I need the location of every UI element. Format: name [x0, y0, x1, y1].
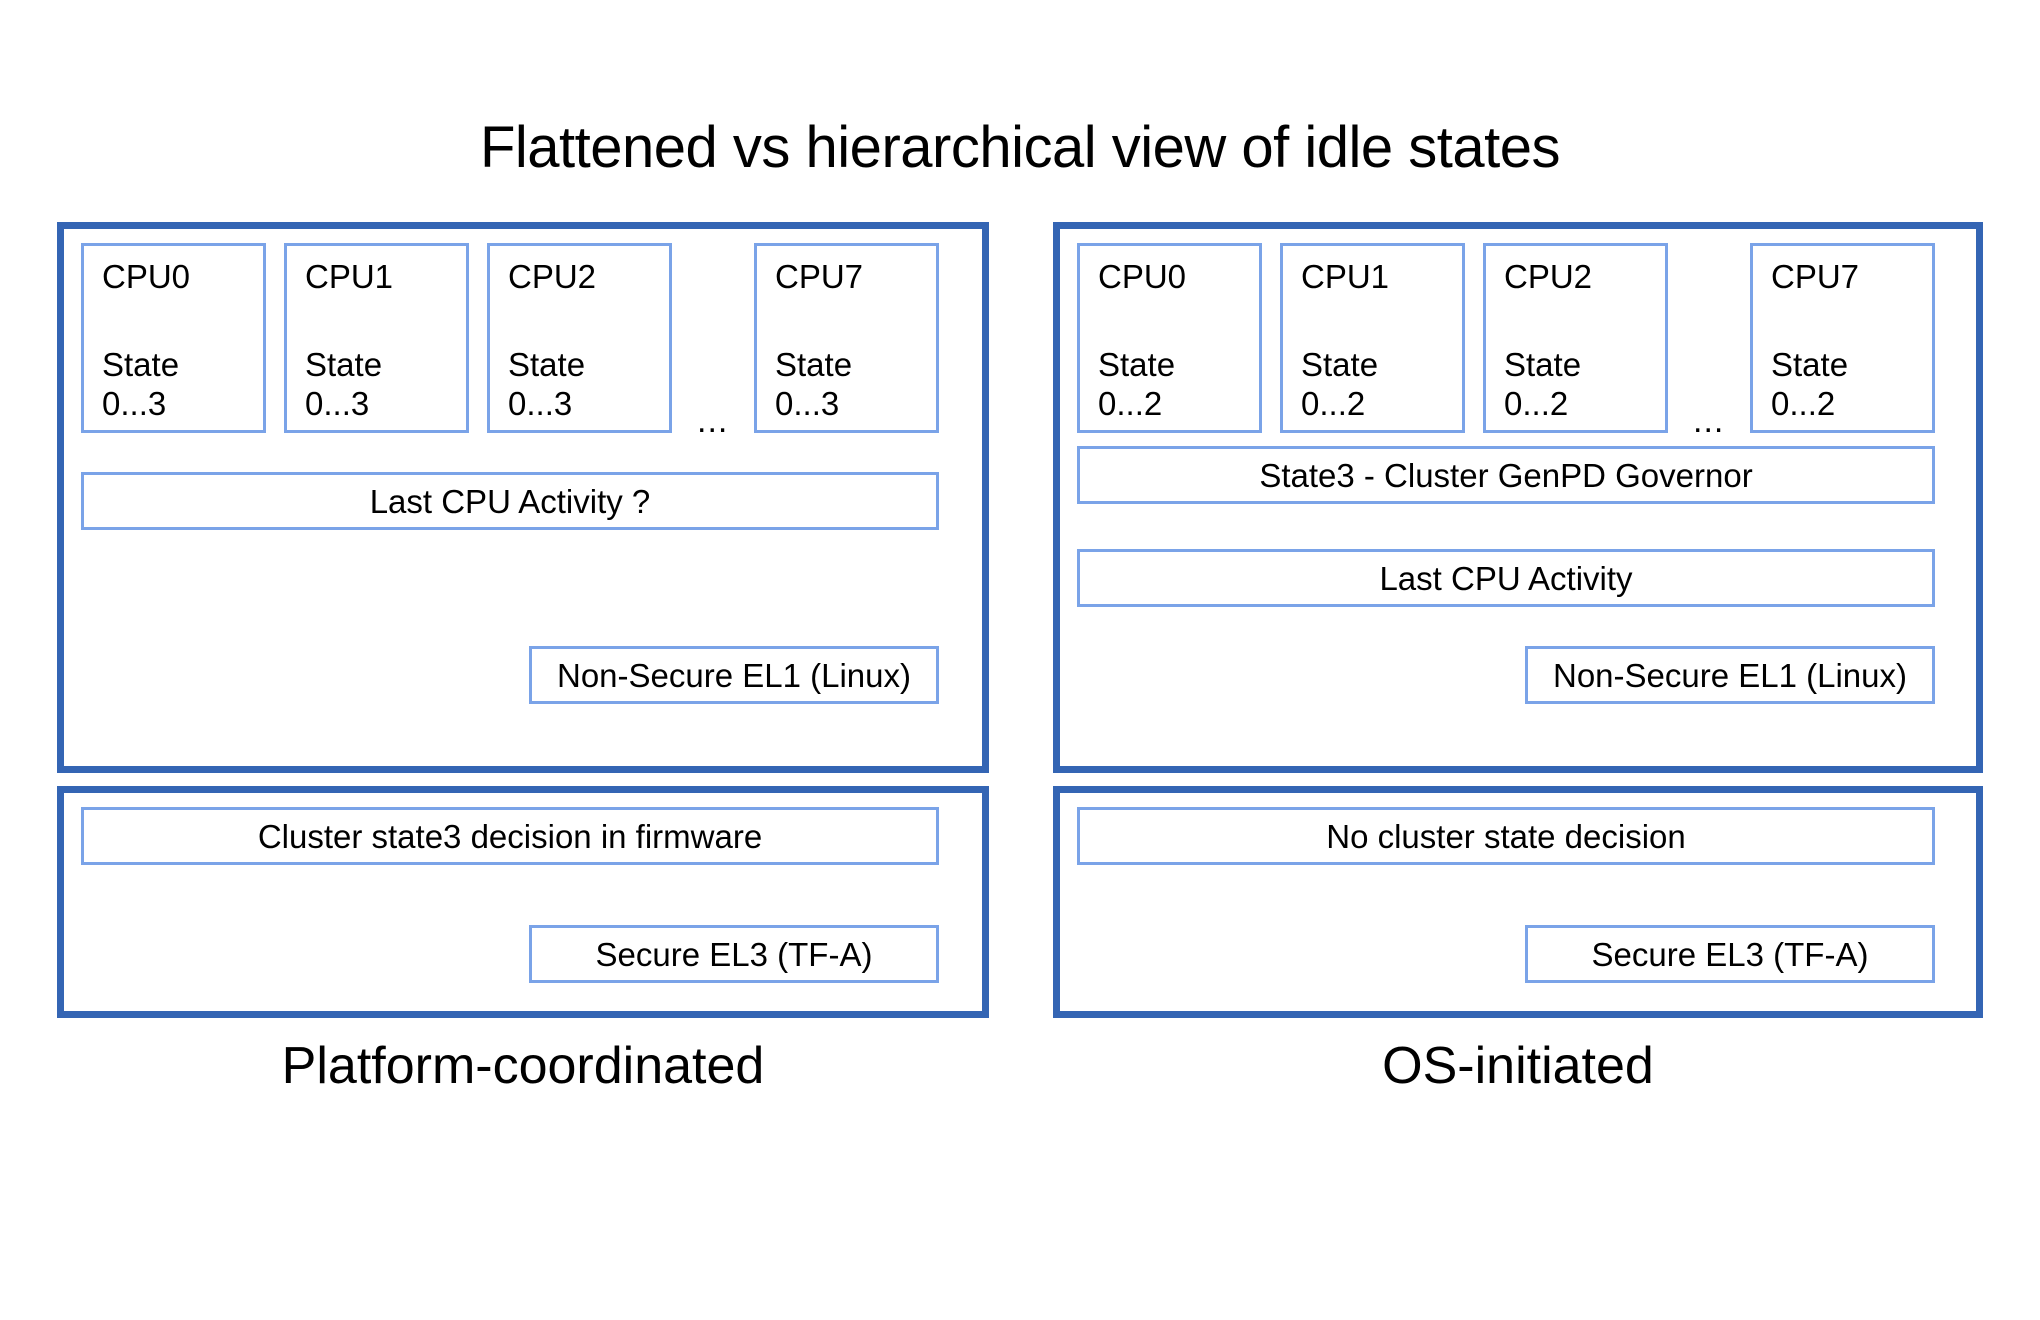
level-label: Non-Secure EL1 (Linux) — [556, 656, 911, 694]
right-cluster-genpd-governor-bar[interactable]: State3 - Cluster GenPD Governor — [1077, 446, 1935, 504]
right-cpu-box-cpu2[interactable]: CPU2 State 0...2 — [1483, 243, 1668, 433]
page-title: Flattened vs hierarchical view of idle s… — [479, 115, 1561, 180]
left-cpu-box-cpu2[interactable]: CPU2 State 0...3 — [487, 243, 672, 433]
bar-label: Last CPU Activity — [1379, 559, 1633, 597]
right-secure-el3-label-box[interactable]: Secure EL3 (TF-A) — [1525, 925, 1935, 983]
right-cpu-box-cpu0[interactable]: CPU0 State 0...2 — [1077, 243, 1262, 433]
cpu-state-text: State 0...3 — [775, 346, 853, 422]
right-cpu-box-cpu7[interactable]: CPU7 State 0...2 — [1750, 243, 1935, 433]
cpu-state-text: State 0...2 — [1771, 346, 1849, 422]
left-nonsecure-el1-label-box[interactable]: Non-Secure EL1 (Linux) — [529, 646, 939, 704]
right-cpu-box-cpu1[interactable]: CPU1 State 0...2 — [1280, 243, 1465, 433]
left-cluster-state-decision-bar[interactable]: Cluster state3 decision in firmware — [81, 807, 939, 865]
left-panel-caption: Platform-coordinated — [281, 1037, 765, 1095]
cpu-state-text: State 0...2 — [1301, 346, 1379, 422]
cpu-state-text: State 0...2 — [1098, 346, 1176, 422]
cpu-label: CPU0 — [1098, 258, 1187, 295]
level-label: Secure EL3 (TF-A) — [595, 935, 873, 973]
cpu-label: CPU7 — [775, 258, 864, 295]
left-last-cpu-activity-bar[interactable]: Last CPU Activity ? — [81, 472, 939, 530]
cpu-state-text: State 0...3 — [102, 346, 180, 422]
right-os-layer-panel: CPU0 State 0...2 CPU1 State 0...2 CPU2 S… — [1053, 222, 1983, 773]
left-cpu-box-cpu0[interactable]: CPU0 State 0...3 — [81, 243, 266, 433]
right-cpu-ellipsis: ... — [1693, 402, 1725, 440]
bar-label: Last CPU Activity ? — [369, 482, 651, 520]
cpu-state-text: State 0...3 — [305, 346, 383, 422]
cpu-label: CPU2 — [508, 258, 597, 295]
cpu-label: CPU2 — [1504, 258, 1593, 295]
cpu-label: CPU1 — [305, 258, 394, 295]
left-secure-el3-label-box[interactable]: Secure EL3 (TF-A) — [529, 925, 939, 983]
left-cpu-ellipsis: ... — [697, 402, 729, 440]
cpu-label: CPU7 — [1771, 258, 1860, 295]
left-os-layer-panel: CPU0 State 0...3 CPU1 State 0...3 CPU2 S… — [57, 222, 989, 773]
left-firmware-layer-panel: Cluster state3 decision in firmware Secu… — [57, 786, 989, 1018]
cpu-state-text: State 0...3 — [508, 346, 586, 422]
level-label: Non-Secure EL1 (Linux) — [1552, 656, 1907, 694]
bar-label: Cluster state3 decision in firmware — [257, 817, 763, 855]
left-cpu-box-cpu1[interactable]: CPU1 State 0...3 — [284, 243, 469, 433]
cpu-label: CPU0 — [102, 258, 191, 295]
right-no-cluster-state-decision-bar[interactable]: No cluster state decision — [1077, 807, 1935, 865]
level-label: Secure EL3 (TF-A) — [1591, 935, 1869, 973]
bar-label: No cluster state decision — [1326, 817, 1686, 855]
right-panel-caption: OS-initiated — [1382, 1037, 1654, 1095]
cpu-state-text: State 0...2 — [1504, 346, 1582, 422]
right-nonsecure-el1-label-box[interactable]: Non-Secure EL1 (Linux) — [1525, 646, 1935, 704]
right-last-cpu-activity-bar[interactable]: Last CPU Activity — [1077, 549, 1935, 607]
cpu-label: CPU1 — [1301, 258, 1390, 295]
left-cpu-box-cpu7[interactable]: CPU7 State 0...3 — [754, 243, 939, 433]
right-firmware-layer-panel: No cluster state decision Secure EL3 (TF… — [1053, 786, 1983, 1018]
bar-label: State3 - Cluster GenPD Governor — [1259, 456, 1753, 494]
